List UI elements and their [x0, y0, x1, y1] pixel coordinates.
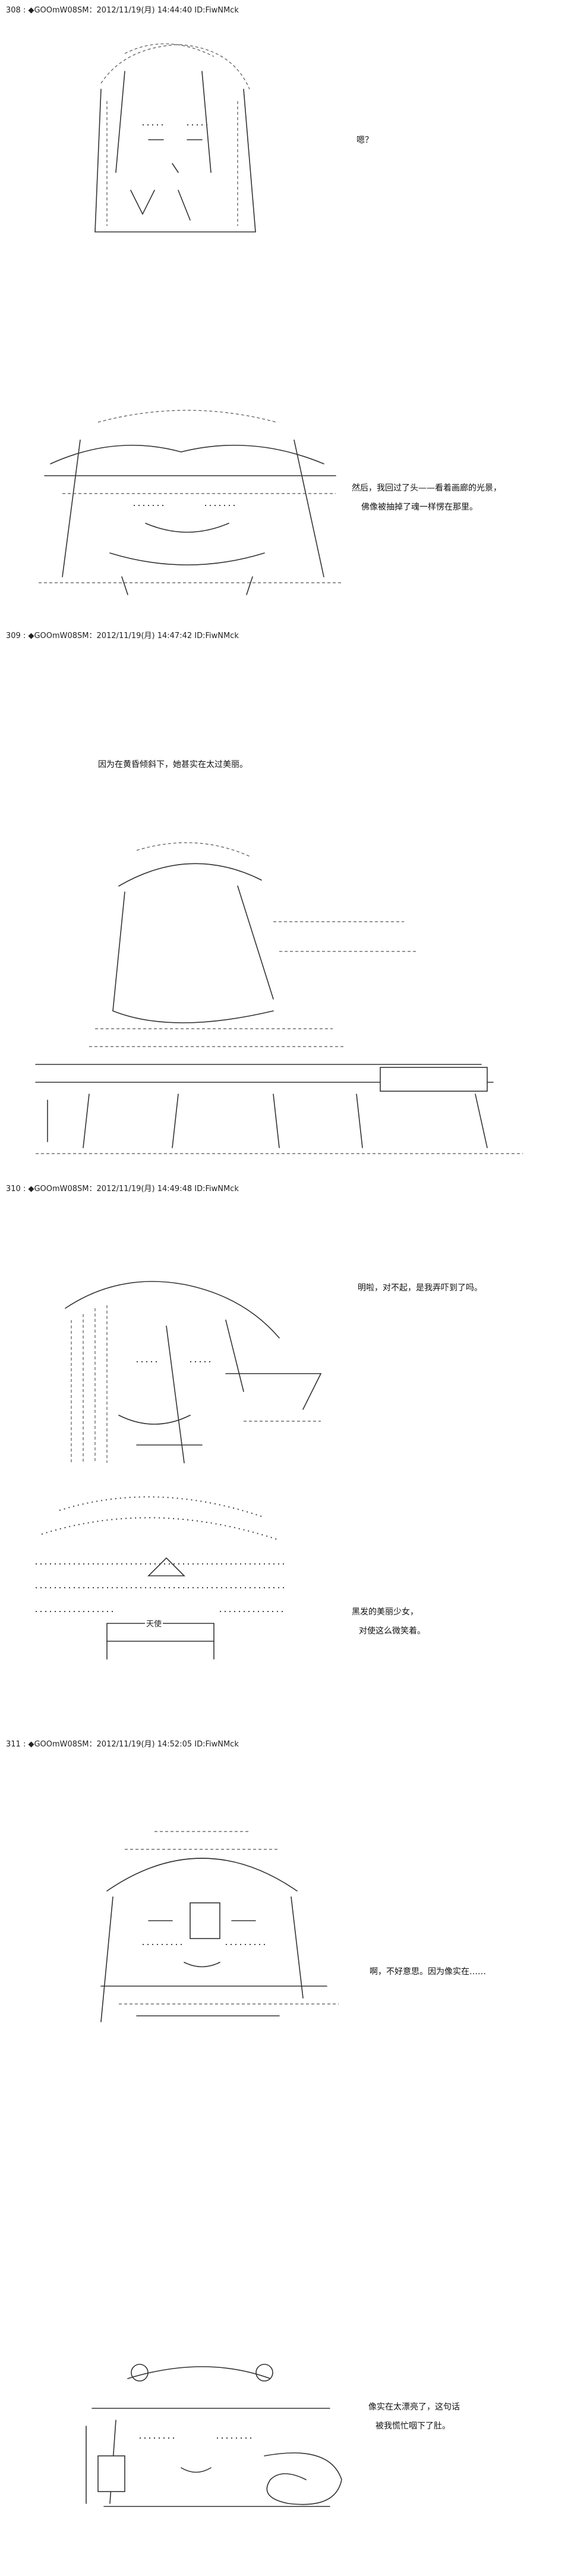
dialog-line: 对使这么微笑着。	[359, 1626, 425, 1636]
dialog-line: 明啦，对不起，是我弄吓到了吗。	[358, 1283, 482, 1293]
dialog-line: 因为在黄昏倾斜下，她甚实在太过美丽。	[98, 760, 248, 769]
dialog-line: 然后，我回过了头——看着画廊的光景，	[352, 483, 501, 493]
dialog-line: 被我慌忙咽下了肚。	[375, 2421, 450, 2431]
dialog-line: 黑发的美丽少女，	[352, 1607, 418, 1617]
post-header: 308 : ◆GOOmW08SM：2012/11/19(月) 14:44:40 …	[6, 6, 239, 15]
ascii-art-figure-looking	[59, 36, 273, 238]
ascii-art-figure-girl	[48, 1273, 327, 1469]
dialog-line: 像实在太漂亮了，这句话	[368, 2402, 460, 2412]
dialog-block: 像实在太漂亮了，这句话 被我慌忙咽下了肚。	[368, 2398, 460, 2436]
dialog-block: 黑发的美丽少女， 对使这么微笑着。	[352, 1603, 425, 1641]
post-header: 309 : ◆GOOmW08SM：2012/11/19(月) 14:47:42 …	[6, 632, 239, 640]
ascii-art-figure-flustered	[65, 1820, 345, 2028]
dialog-block: 然后，我回过了头——看着画廊的光景， 佛像被抽掉了魂一样愣在那里。	[352, 479, 501, 517]
dialog-line: 佛像被抽掉了魂一样愣在那里。	[361, 502, 478, 512]
dialog-line: 嗯？	[356, 136, 373, 145]
dialog-line: 啊，不好意思。因为像实在……	[370, 1967, 486, 1977]
post-header: 311 : ◆GOOmW08SM：2012/11/19(月) 14:52:05 …	[6, 1740, 239, 1749]
art-label: 天使	[145, 1617, 163, 1629]
ascii-art-angel-smile	[24, 1487, 291, 1665]
ascii-art-figure-profile	[24, 833, 547, 1166]
ascii-art-figure-embarrassed	[68, 2355, 356, 2515]
ascii-art-figure-turning	[27, 398, 354, 601]
post-header: 310 : ◆GOOmW08SM：2012/11/19(月) 14:49:48 …	[6, 1185, 239, 1193]
